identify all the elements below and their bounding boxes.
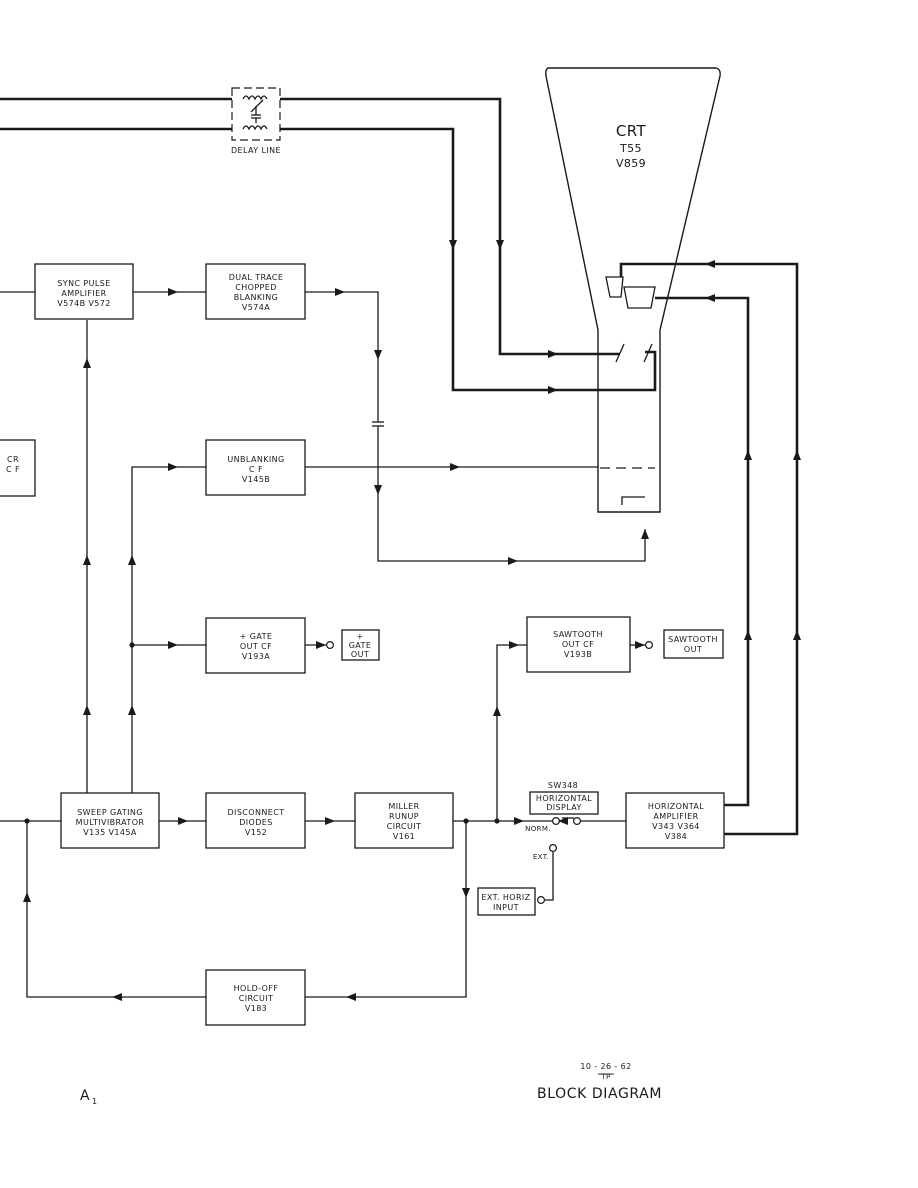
gate-out-line-2: GATE xyxy=(349,641,372,650)
sweep-gating-line-2: MULTIVIBRATOR xyxy=(76,818,145,827)
crt-tube-type: T55 xyxy=(619,142,642,155)
gate-out-cf-line-2: OUT CF xyxy=(240,642,272,651)
footer: A 1 10 - 26 - 62 TP BLOCK DIAGRAM xyxy=(80,1062,662,1106)
unblanking-cf-block: UNBLANKING C F V145B xyxy=(205,439,306,496)
miller-line-3: CIRCUIT xyxy=(387,822,422,831)
unblanking-line-1: UNBLANKING xyxy=(227,455,284,464)
horizontal-plate-2 xyxy=(623,286,656,309)
crt-name: CRT xyxy=(616,122,647,140)
dual-trace-line-2: CHOPPED xyxy=(235,283,277,292)
dual-trace-line-3: BLANKING xyxy=(234,293,279,302)
horizontal-amp-line-4: V384 xyxy=(665,832,687,841)
vertical-signal-lines xyxy=(0,97,657,394)
sawtooth-out-line-1: SAWTOOTH xyxy=(668,635,718,644)
delay-line: DELAY LINE xyxy=(231,87,281,155)
delay-line-label: DELAY LINE xyxy=(231,146,281,155)
gate-out-cf-line-3: V193A xyxy=(242,652,270,661)
miller-line-4: V161 xyxy=(393,832,415,841)
page-id-subscript: 1 xyxy=(92,1097,98,1106)
crt-tube-number: V859 xyxy=(616,157,646,170)
signal-wires xyxy=(0,288,653,1001)
revision-initials: TP xyxy=(600,1073,610,1081)
dual-trace-blanking-block: DUAL TRACE CHOPPED BLANKING V574A xyxy=(205,263,306,320)
sweep-gating-line-3: V135 V145A xyxy=(83,828,137,837)
sync-pulse-line-1: SYNC PULSE xyxy=(57,279,110,288)
gate-out-line-3: OUT xyxy=(351,650,369,659)
sweep-gating-multivibrator-block: SWEEP GATING MULTIVIBRATOR V135 V145A xyxy=(60,792,160,849)
horizontal-display-switch: SW348 HORIZONTAL DISPLAY NORM. EXT. xyxy=(525,781,599,861)
sync-pulse-line-3: V574B V572 xyxy=(57,299,111,308)
diagram-title: BLOCK DIAGRAM xyxy=(537,1086,662,1102)
sawtooth-cf-line-3: V193B xyxy=(564,650,592,659)
horizontal-display-line-1: HORIZONTAL xyxy=(536,794,592,803)
gate-out-line-1: + xyxy=(356,632,363,641)
cutoff-cf-block: CR C F xyxy=(0,439,36,497)
revision-date: 10 - 26 - 62 xyxy=(580,1062,631,1071)
sawtooth-out-terminal: SAWTOOTH OUT xyxy=(663,629,724,659)
ext-horiz-line-1: EXT. HORIZ xyxy=(481,893,530,902)
switch-name: SW348 xyxy=(548,781,578,790)
unblanking-line-3: V145B xyxy=(242,475,270,484)
sawtooth-out-line-2: OUT xyxy=(684,645,702,654)
holdoff-line-1: HOLD-OFF xyxy=(234,984,279,993)
page-id: A xyxy=(80,1088,90,1104)
horizontal-amplifier-block: HORIZONTAL AMPLIFIER V343 V364 V384 xyxy=(625,792,725,849)
horizontal-deflection-lines xyxy=(619,260,801,836)
ext-horiz-line-2: INPUT xyxy=(493,903,519,912)
cathode-element xyxy=(621,496,645,505)
gate-out-cf-block: + GATE OUT CF V193A xyxy=(205,617,306,674)
miller-line-2: RUNUP xyxy=(389,812,419,821)
disconnect-diodes-block: DISCONNECT DIODES V152 xyxy=(205,792,306,849)
sync-pulse-amplifier-block: SYNC PULSE AMPLIFIER V574B V572 xyxy=(34,263,134,320)
sawtooth-out-cf-block: SAWTOOTH OUT CF V193B xyxy=(526,616,631,673)
sweep-gating-line-1: SWEEP GATING xyxy=(77,808,143,817)
holdoff-line-2: CIRCUIT xyxy=(239,994,274,1003)
disconnect-line-3: V152 xyxy=(245,828,267,837)
dual-trace-line-1: DUAL TRACE xyxy=(229,273,284,282)
horizontal-plate-1 xyxy=(605,276,624,298)
sync-pulse-line-2: AMPLIFIER xyxy=(61,289,106,298)
gate-out-cf-line-1: + GATE xyxy=(240,632,273,641)
cutoff-line-1: CR xyxy=(7,455,19,464)
horizontal-amp-line-3: V343 V364 xyxy=(652,822,700,831)
hold-off-circuit-block: HOLD-OFF CIRCUIT V183 xyxy=(205,969,306,1026)
dual-trace-line-4: V574A xyxy=(242,303,270,312)
cutoff-line-2: C F xyxy=(6,465,20,474)
disconnect-line-1: DISCONNECT xyxy=(228,808,285,817)
gate-out-terminal: + GATE OUT xyxy=(341,629,380,661)
horizontal-amp-line-1: HORIZONTAL xyxy=(648,802,704,811)
sawtooth-cf-line-1: SAWTOOTH xyxy=(553,630,603,639)
disconnect-line-2: DIODES xyxy=(239,818,273,827)
horizontal-amp-line-2: AMPLIFIER xyxy=(653,812,698,821)
unblanking-line-2: C F xyxy=(249,465,263,474)
switch-norm-label: NORM. xyxy=(525,825,551,833)
ext-horiz-input-terminal: EXT. HORIZ INPUT xyxy=(477,887,536,916)
miller-line-1: MILLER xyxy=(388,802,419,811)
crt-tube: CRT T55 V859 xyxy=(545,67,721,513)
sawtooth-cf-line-2: OUT CF xyxy=(562,640,594,649)
horizontal-display-line-2: DISPLAY xyxy=(546,803,582,812)
holdoff-line-3: V183 xyxy=(245,1004,267,1013)
miller-runup-circuit-block: MILLER RUNUP CIRCUIT V161 xyxy=(354,792,454,849)
switch-ext-label: EXT. xyxy=(533,853,549,861)
